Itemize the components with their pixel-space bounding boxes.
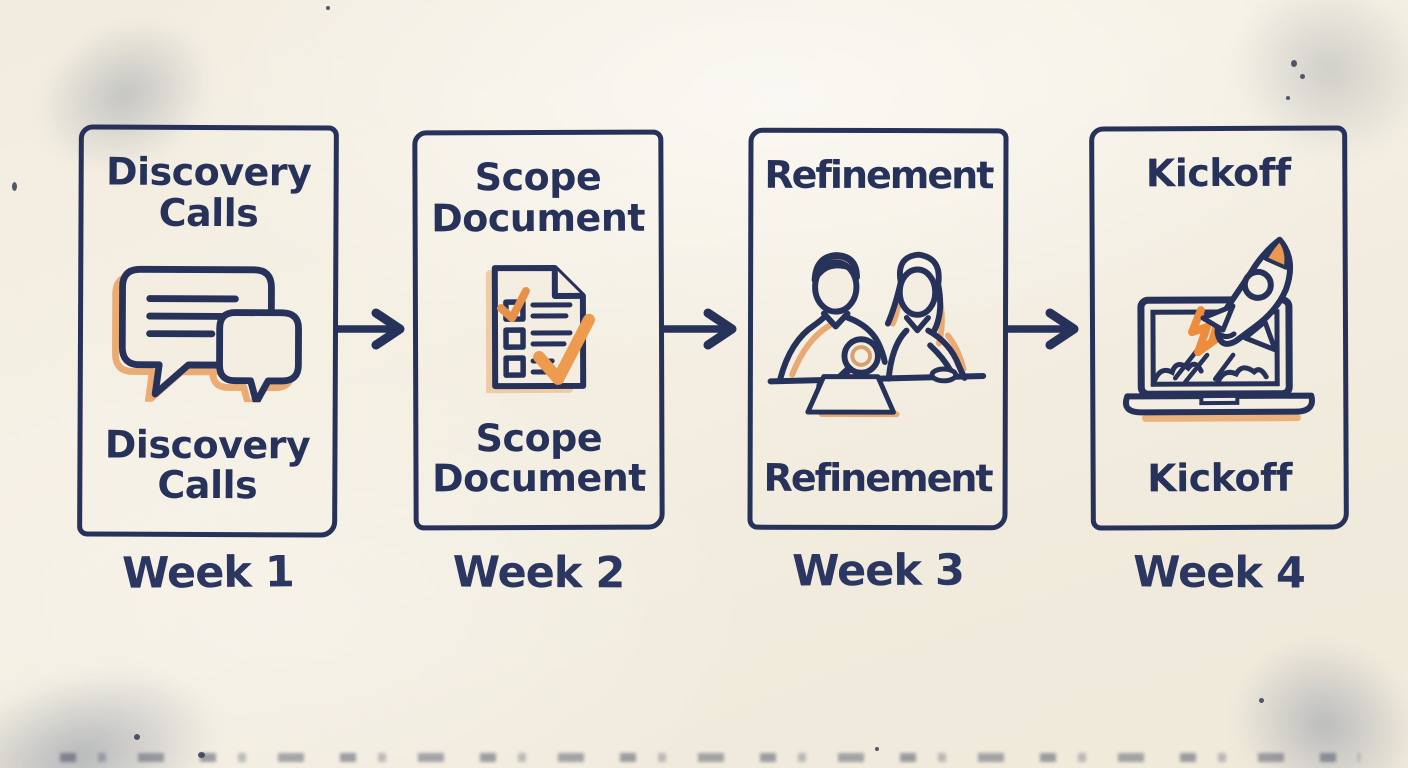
checklist-document-icon (472, 238, 605, 418)
step-title-bottom: Discovery Calls (104, 422, 311, 508)
ink-speck (1291, 60, 1297, 67)
step-box-refinement: Refinement (747, 127, 1009, 531)
step-box-kickoff: Kickoff (1089, 125, 1349, 531)
ink-speck (1286, 96, 1290, 100)
arrow-right-icon (1005, 306, 1088, 356)
step-title-bottom: Kickoff (1147, 456, 1293, 501)
rocket-laptop-icon (1116, 193, 1321, 459)
ink-speck (198, 752, 205, 758)
week-label: Week 2 (452, 547, 625, 599)
ink-speck (875, 747, 879, 751)
chat-bubbles-icon (110, 233, 307, 425)
arrow-right-icon (333, 306, 414, 356)
step-title-bottom: Refinement (763, 456, 992, 501)
ink-speck (326, 6, 330, 10)
step-title-top: Discovery Calls (105, 149, 312, 235)
step-title-top: Refinement (764, 152, 993, 198)
ink-speck (1300, 74, 1305, 79)
ink-speck (1259, 698, 1264, 703)
people-review-icon (761, 195, 996, 458)
corner-smudge-bottom-left (0, 638, 235, 768)
step-box-discovery-calls: Discovery Calls Discovery Calls (77, 124, 339, 538)
week-label: Week 3 (792, 545, 964, 597)
step-box-scope-document: Scope Document Scope Docu (412, 129, 665, 531)
week-label: Week 1 (121, 547, 295, 599)
bottom-edge-scribble (60, 753, 1360, 762)
ink-speck (12, 182, 17, 191)
step-title-top: Scope Document (431, 154, 646, 241)
week-label: Week 4 (1132, 547, 1306, 599)
step-title-top: Kickoff (1145, 150, 1291, 196)
arrow-right-icon (661, 306, 746, 356)
corner-smudge-bottom-right (1200, 603, 1408, 768)
ink-speck (134, 734, 140, 740)
step-title-bottom: Scope Document (432, 415, 647, 501)
